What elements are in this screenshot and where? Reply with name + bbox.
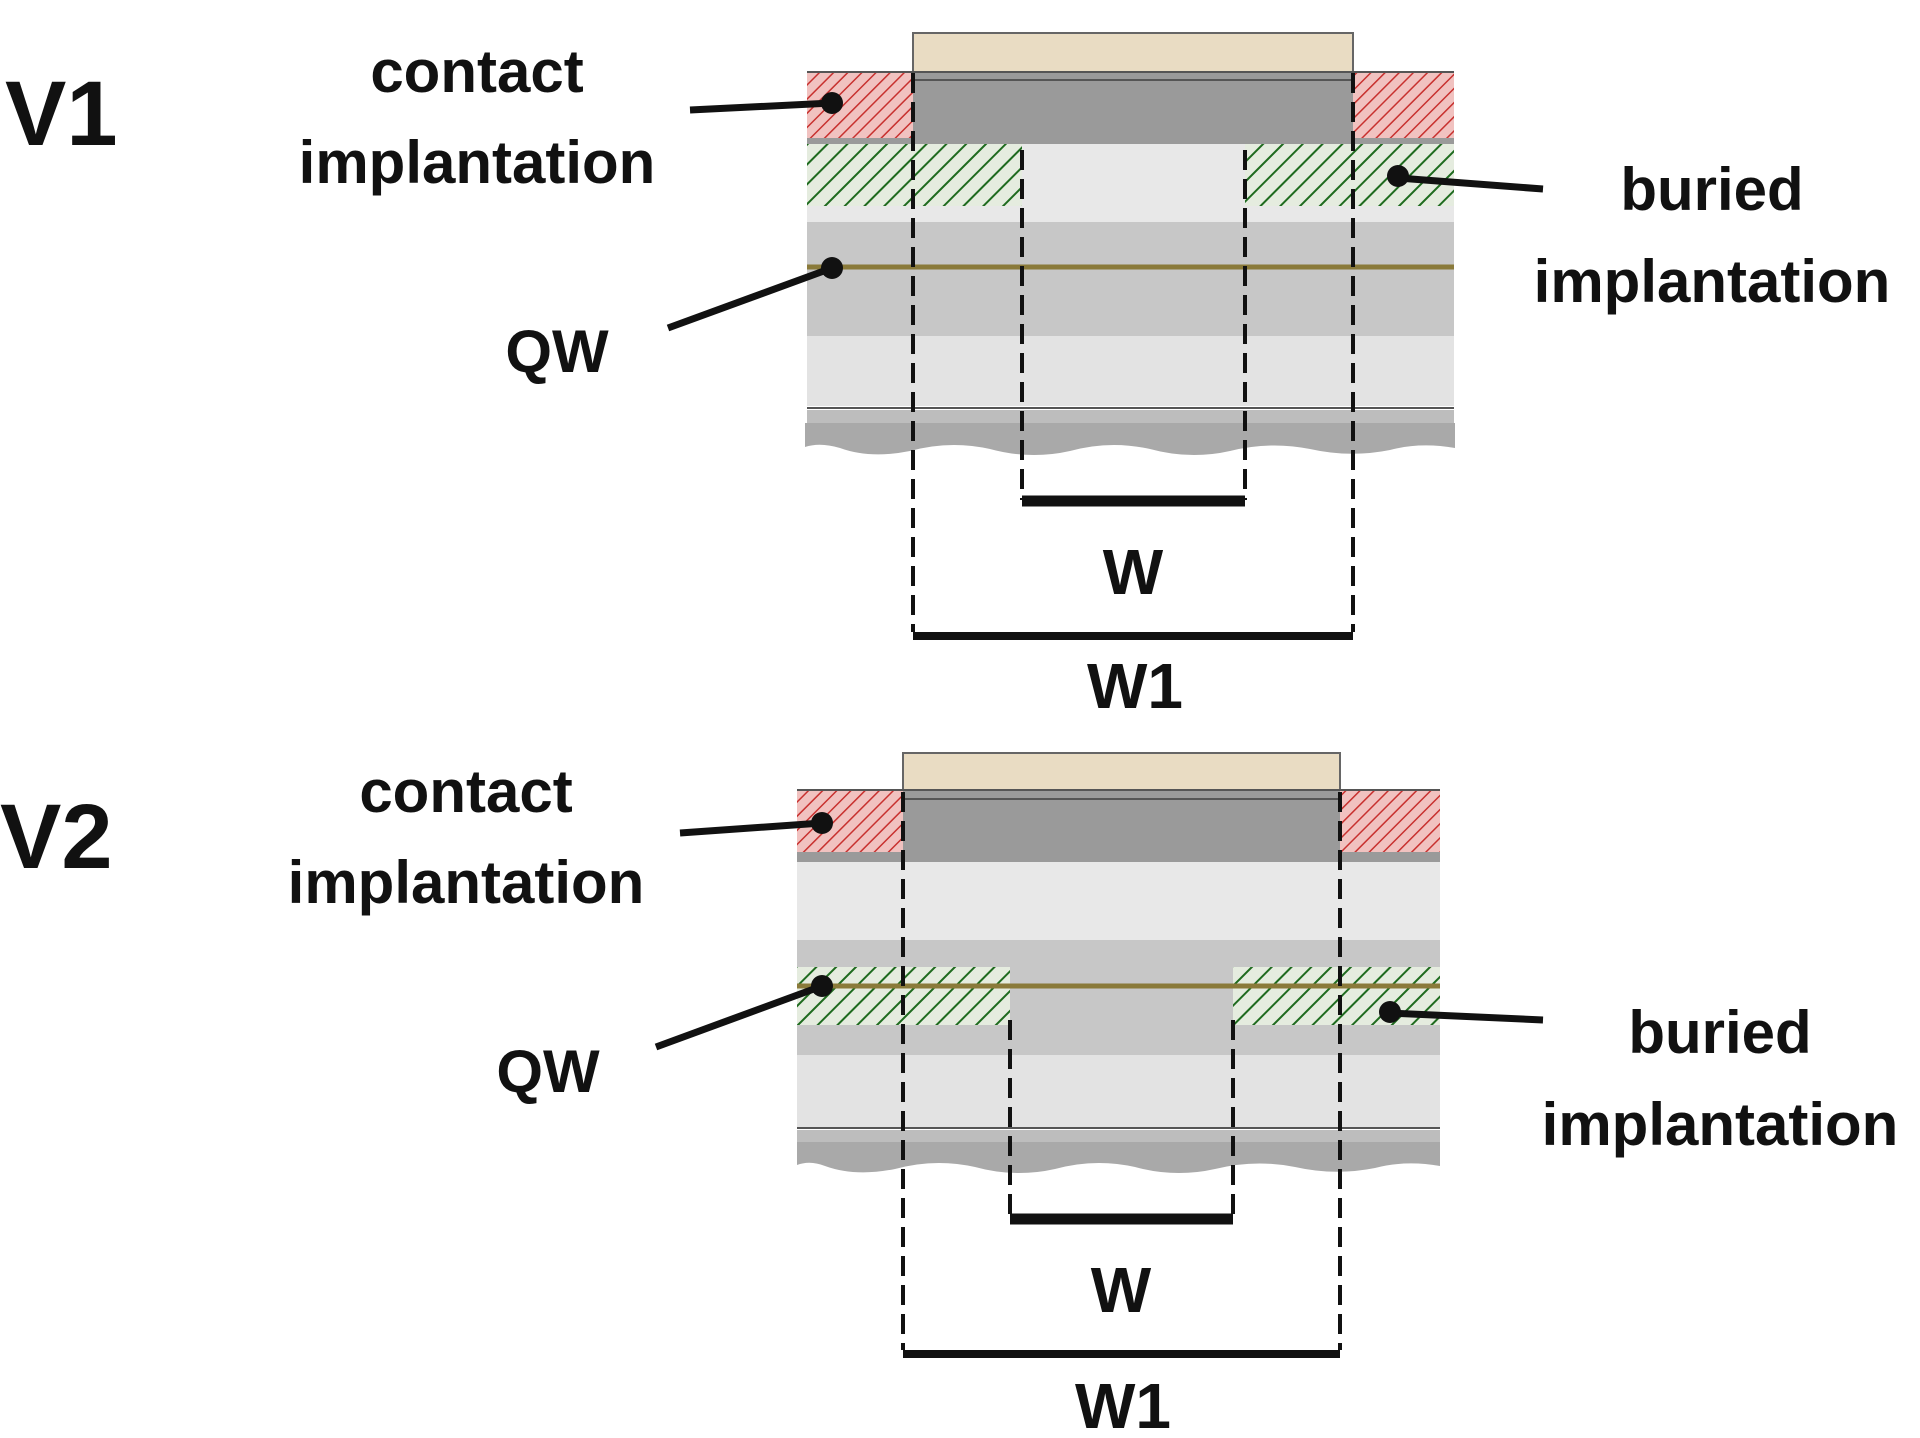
substrate-v2 <box>797 1130 1440 1142</box>
light-layer-v2 <box>797 862 1440 940</box>
contact-label-v2-line2: implantation <box>288 849 645 916</box>
contact-metal-v1 <box>912 32 1354 74</box>
contact-metal-v2 <box>902 752 1341 792</box>
layer-stack-v2 <box>797 752 1440 1174</box>
buried-label-v1-line2: implantation <box>1534 248 1891 315</box>
contact-label-v2-line1: contact <box>359 758 572 825</box>
w-label-v2: W <box>1091 1254 1152 1326</box>
leaders-v2 <box>654 812 1544 1051</box>
w-label-v1: W <box>1103 536 1164 608</box>
buried-label-v2-line2: implantation <box>1542 1091 1899 1158</box>
w1-label-v1: W1 <box>1087 650 1183 722</box>
gray-layer-v1 <box>807 222 1454 336</box>
buried-label-v1-line1: buried <box>1620 156 1803 223</box>
contact-implant-right-v2 <box>1340 790 1440 852</box>
leaders-v1 <box>666 92 1544 332</box>
qw-label-v1: QW <box>505 318 609 385</box>
qw-label-v2: QW <box>496 1038 600 1105</box>
panel-v1-title: V1 <box>5 63 118 165</box>
contact-label-v1-line2: implantation <box>299 129 656 196</box>
buried-implant-right-v1 <box>1245 144 1454 206</box>
dashed-guides-v1 <box>911 73 1355 632</box>
layer-stack-v1 <box>805 32 1455 456</box>
contact-implant-right-v1 <box>1353 72 1454 138</box>
panel-v2-title: V2 <box>0 786 113 888</box>
w1-label-v2: W1 <box>1075 1370 1171 1438</box>
substrate-v1 <box>807 410 1454 423</box>
contact-label-v1-line1: contact <box>370 38 583 105</box>
panel-v1: V1 <box>5 32 1891 722</box>
panel-v2: V2 <box>0 752 1899 1438</box>
dashed-guides-v2 <box>901 792 1342 1350</box>
buried-label-v2-line1: buried <box>1628 999 1811 1066</box>
